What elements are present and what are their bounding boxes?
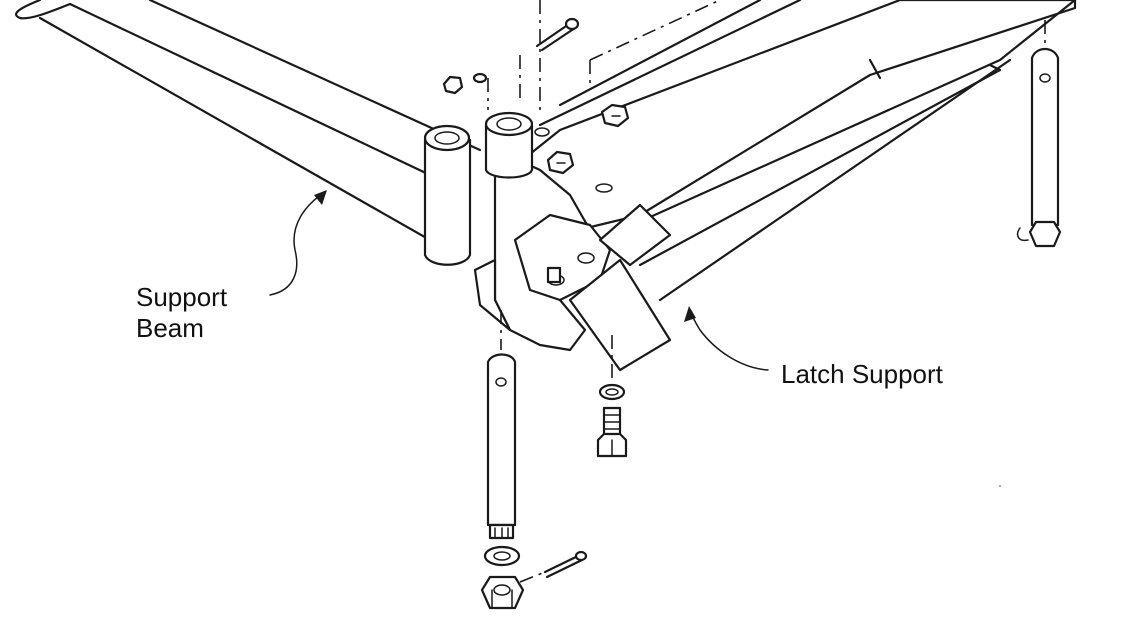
plate-bolt-2 xyxy=(546,150,575,175)
pivot-pin-lower xyxy=(486,353,517,540)
washer-lower xyxy=(483,545,521,567)
latch-bolt xyxy=(596,406,628,458)
small-nut-top xyxy=(442,72,488,95)
cotter-pin-lower xyxy=(519,550,588,583)
pivot-pin-right xyxy=(1016,20,1062,248)
latch-support-label: Latch Support xyxy=(781,359,944,389)
support-beam-label-line2: Beam xyxy=(136,313,204,343)
latch-support-arm xyxy=(608,0,1077,302)
cotter-pin-top xyxy=(535,17,580,52)
pivot-tube xyxy=(423,124,472,266)
frame-plate xyxy=(508,0,1077,234)
plate-bolt-1 xyxy=(600,103,630,128)
castle-nut-lower xyxy=(480,575,525,610)
support-beam-leader xyxy=(269,190,327,296)
latch-bolt-washer xyxy=(598,383,626,401)
latch-support-leader xyxy=(684,306,769,371)
support-beam-label-line1: Support xyxy=(136,282,228,312)
bracket-bushing xyxy=(484,111,534,179)
speck xyxy=(999,485,1001,487)
support-beam xyxy=(14,0,482,242)
